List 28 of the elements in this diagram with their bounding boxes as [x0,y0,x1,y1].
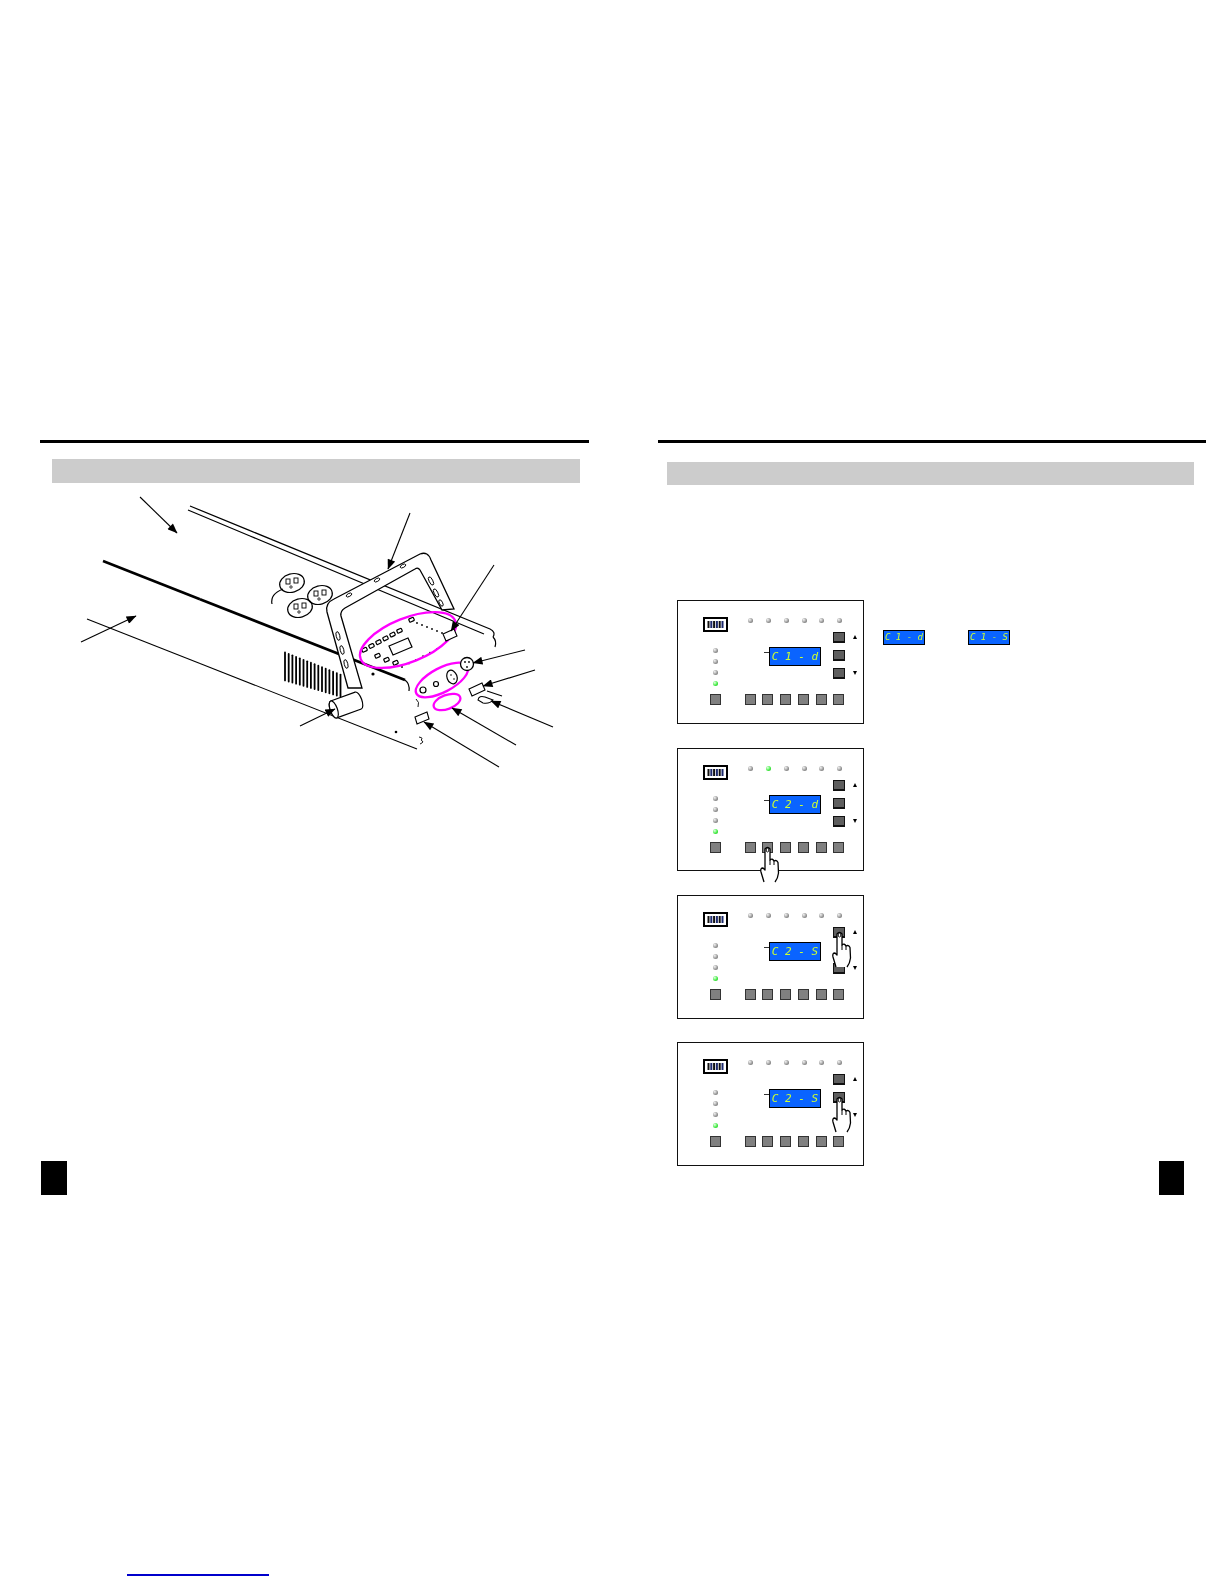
display-readout: C 1 - d [769,647,821,666]
leader-arrow [490,700,554,728]
control-panel [677,600,864,724]
display-readout: C 2 - S [769,942,821,961]
leader-arrow [299,708,336,727]
leader-arrow [80,615,137,643]
display-readout: C 1 - S [968,630,1010,645]
display-readout: C 2 - S [769,1089,821,1108]
leader-arrow [451,707,517,746]
leader-arrow [450,564,495,632]
control-panel [677,895,864,1019]
leader-arrow [423,721,500,768]
leader-arrow [472,649,526,665]
bracket-knob [328,691,364,719]
rectangular-port [414,711,430,725]
control-panel [677,1042,864,1166]
leader-arrow [139,496,178,534]
light-bar-top-face [102,505,251,601]
display-readout: C 2 - d [769,795,821,814]
leader-arrow [482,669,536,688]
cable-clip [477,695,494,704]
panel-button [442,628,458,642]
display-readout: C 1 - d [883,630,925,645]
round-connector [459,656,475,672]
mounting-bracket [326,552,455,689]
leader-arrow [387,512,411,570]
light-bar-front-face [86,618,201,665]
rectangular-socket [468,682,486,697]
